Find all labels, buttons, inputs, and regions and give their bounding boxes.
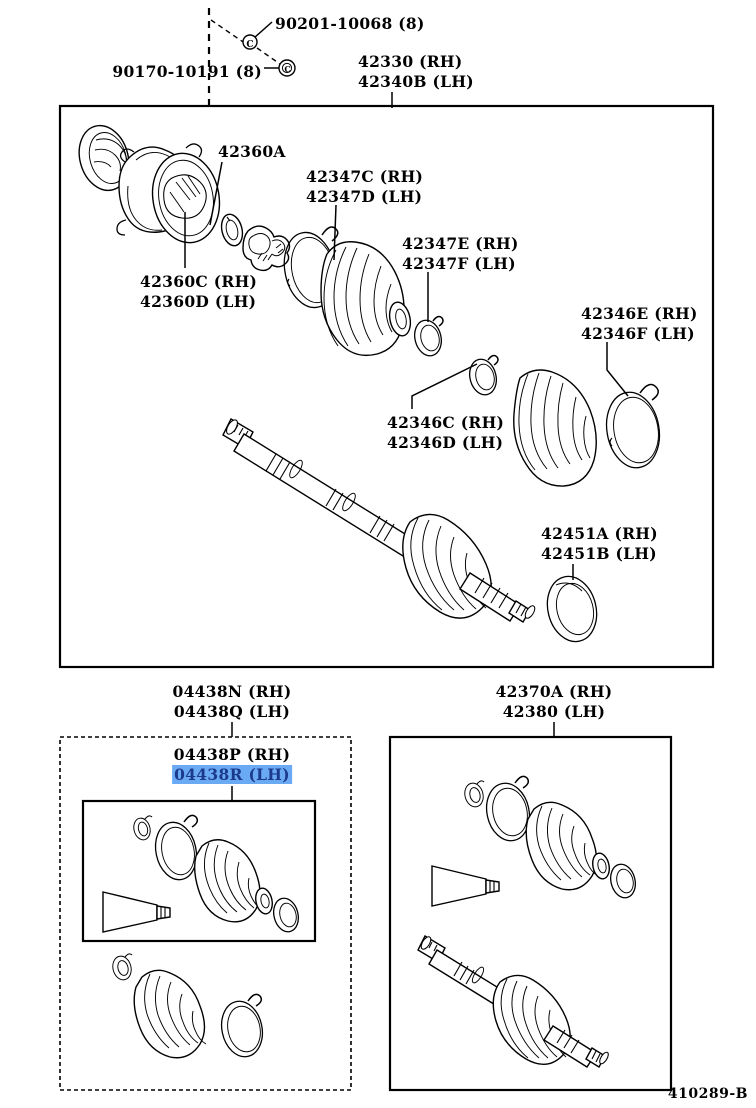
drive-shaft [222, 418, 536, 623]
label-04438r-lh-highlighted[interactable]: 04438R (LH) [172, 765, 292, 784]
kit-right-grease-tube [431, 865, 500, 907]
kit-right-large-clamp [485, 775, 531, 842]
kit-left-ring [273, 897, 299, 933]
label-42346c-rh: 42346C (RH) [387, 413, 505, 432]
kit-left-outer-large-clamp [220, 993, 264, 1058]
kit-right-boot [525, 801, 610, 891]
kit-right-shaft-assembly [417, 935, 609, 1068]
joint-cup-face [151, 152, 221, 244]
label-42346f-lh: 42346F (LH) [581, 324, 695, 343]
tripod-spider [242, 225, 291, 272]
kit-left-outer-small-clamp [112, 953, 133, 981]
callout-assembly-rh: 42330 (RH) [358, 52, 463, 71]
washer-marker-icon: C [278, 59, 296, 77]
label-42360d-lh: 42360D (LH) [140, 292, 257, 311]
diagram-code: 410289-B [667, 1086, 748, 1102]
kit-left-small-clamp [133, 815, 153, 841]
label-42380-lh: 42380 (LH) [502, 702, 606, 721]
kit-inner-box-left [81, 799, 317, 943]
label-04438p-rh: 04438P (RH) [173, 745, 291, 764]
outboard-cv-joint [402, 513, 536, 623]
label-04438q-lh: 04438Q (LH) [173, 702, 291, 721]
top-leader-lines [207, 8, 393, 108]
leader-42346ef [606, 342, 629, 397]
boot-clamp-large-42346ef [605, 383, 661, 469]
leader-42360a [209, 161, 223, 226]
leader-42347cd [333, 204, 337, 261]
callout-bolt-90201: 90201-10068 (8) [275, 14, 425, 33]
main-leader-lines [184, 161, 629, 580]
label-42347f-lh: 42347F (LH) [402, 254, 516, 273]
snap-ring-42360a [220, 213, 244, 247]
kit-panel-right-frame [388, 735, 673, 1092]
inboard-boot-bellows [320, 241, 412, 357]
leader-42346cd [411, 363, 478, 409]
kit-left-outer-boot [112, 953, 264, 1059]
label-42370a-rh: 42370A (RH) [495, 682, 613, 701]
label-42360c-rh: 42360C (RH) [140, 272, 258, 291]
bottom-right-panel [388, 722, 673, 1092]
kit-left-boot [193, 839, 273, 923]
main-diagram-frame [58, 104, 715, 669]
svg-text:C: C [284, 64, 290, 74]
shaft-steps [265, 453, 395, 542]
inboard-joint-assembly [78, 124, 291, 272]
label-42347c-rh: 42347C (RH) [306, 167, 424, 186]
oring-seal-42451 [546, 575, 598, 643]
label-42451a-rh: 42451A (RH) [541, 524, 658, 543]
bolt-marker-icon: C [242, 34, 258, 50]
outboard-boot-bellows [513, 369, 597, 487]
dashed-to-washer [256, 47, 281, 65]
callout-assembly-lh: 42340B (LH) [358, 72, 474, 91]
callout-washer-90170: 90170-10191 (8) [112, 62, 262, 81]
dust-cover-cap [78, 124, 130, 192]
label-42347d-lh: 42347D (LH) [306, 187, 423, 206]
svg-text:C: C [246, 40, 253, 50]
label-04438n-rh: 04438N (RH) [172, 682, 292, 701]
label-42451b-lh: 42451B (LH) [541, 544, 657, 563]
leader-bolt-label [253, 21, 273, 39]
kit-right-small-clamp [464, 780, 485, 808]
boot-clamp-small-42347ef [414, 315, 444, 357]
kit-left-grease-tube [102, 891, 171, 933]
boot-clamp-small-42346cd [469, 354, 499, 396]
kit-right-ring [610, 863, 636, 899]
kit-left-large-clamp [154, 814, 199, 881]
dashed-to-bolt [210, 19, 247, 45]
label-42347e-rh: 42347E (RH) [402, 234, 519, 253]
label-42346d-lh: 42346D (LH) [387, 433, 504, 452]
bottom-left-panel [59, 722, 352, 1091]
label-42346e-rh: 42346E (RH) [581, 304, 698, 323]
label-42360a: 42360A [218, 142, 286, 161]
